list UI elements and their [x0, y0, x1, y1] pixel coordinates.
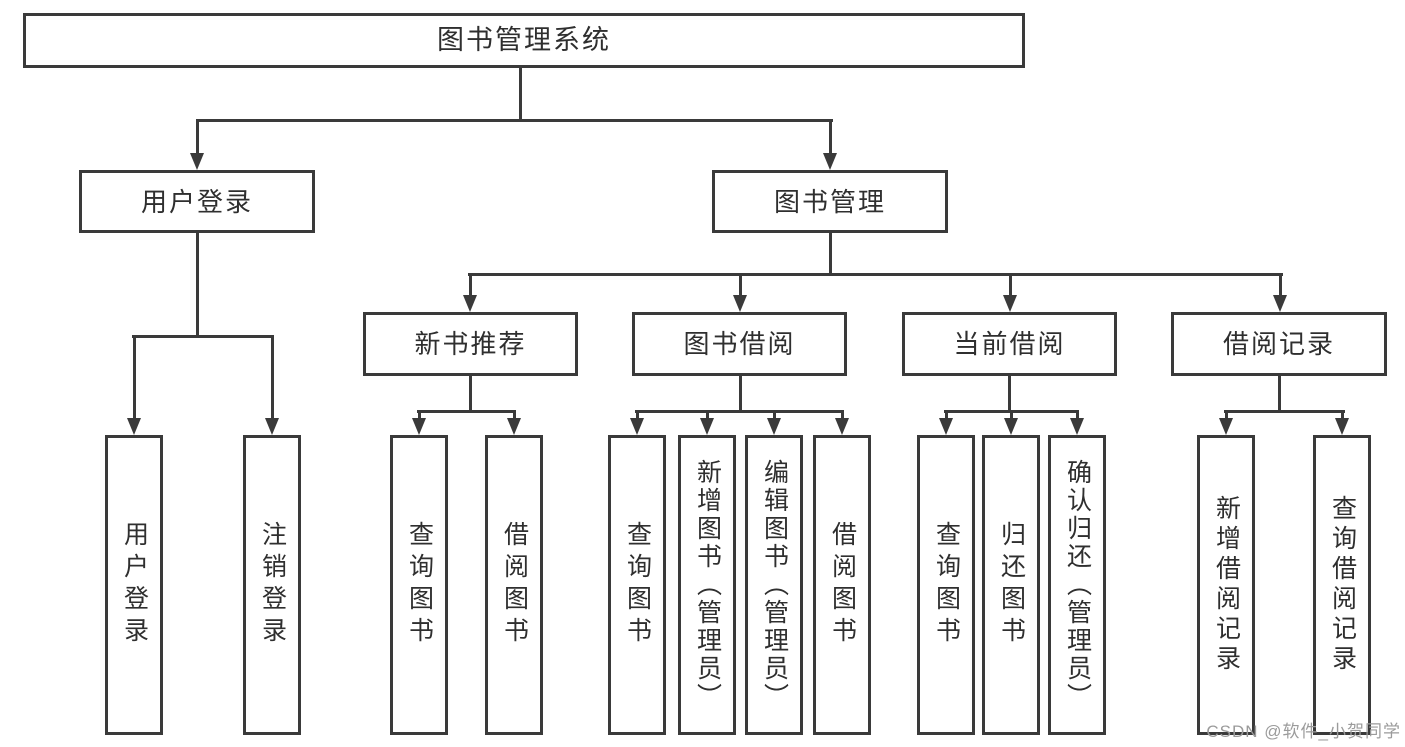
connector-line: [945, 410, 948, 420]
leaf-borrow-books-recommend: 借阅图书: [485, 435, 543, 735]
node-label: 归还图书: [997, 521, 1026, 649]
connector-line: [636, 410, 639, 420]
leaf-query-borrow-record: 查询借阅记录: [1313, 435, 1371, 735]
arrow-down-icon: [265, 418, 279, 435]
leaf-logout: 注销登录: [243, 435, 301, 735]
node-label: 确认归还（管理员）: [1063, 459, 1092, 711]
node-new-book-recommendation: 新书推荐: [363, 312, 578, 376]
connector-line: [1279, 273, 1282, 297]
connector-line: [133, 335, 136, 420]
node-label: 查询图书: [932, 521, 961, 649]
connector-line: [132, 335, 274, 338]
leaf-query-books-recommend: 查询图书: [390, 435, 448, 735]
arrow-down-icon: [190, 153, 204, 170]
leaf-add-books-admin: 新增图书（管理员）: [678, 435, 736, 735]
arrow-down-icon: [733, 295, 747, 312]
connector-line: [519, 68, 522, 119]
connector-line: [1225, 410, 1228, 420]
connector-line: [418, 410, 421, 420]
node-label: 新增图书（管理员）: [693, 459, 722, 711]
connector-line: [1224, 410, 1345, 413]
node-label: 图书管理系统: [437, 25, 611, 55]
arrow-down-icon: [1070, 418, 1084, 435]
connector-line: [1009, 273, 1012, 297]
leaf-add-borrow-record: 新增借阅记录: [1197, 435, 1255, 735]
leaf-query-books-current: 查询图书: [917, 435, 975, 735]
node-borrowing-records: 借阅记录: [1171, 312, 1387, 376]
arrow-down-icon: [700, 418, 714, 435]
leaf-confirm-return-admin: 确认归还（管理员）: [1048, 435, 1106, 735]
arrow-down-icon: [630, 418, 644, 435]
connector-line: [841, 410, 844, 420]
node-label: 查询借阅记录: [1328, 495, 1357, 675]
node-label: 用户登录: [140, 186, 253, 217]
node-label: 用户登录: [120, 521, 149, 649]
node-label: 借阅图书: [828, 521, 857, 649]
connector-line: [829, 119, 832, 155]
node-label: 图书借阅: [683, 329, 796, 359]
node-label: 新书推荐: [414, 329, 527, 359]
leaf-user-login: 用户登录: [105, 435, 163, 735]
connector-line: [739, 273, 742, 297]
node-label: 新增借阅记录: [1212, 495, 1241, 675]
arrow-down-icon: [823, 153, 837, 170]
connector-line: [196, 119, 199, 155]
connector-line: [1008, 376, 1011, 410]
arrow-down-icon: [127, 418, 141, 435]
connector-line: [469, 376, 472, 410]
connector-line: [1010, 410, 1013, 420]
connector-line: [196, 233, 199, 335]
node-library-system: 图书管理系统: [23, 13, 1025, 68]
connector-line: [468, 273, 1283, 276]
arrow-down-icon: [1335, 418, 1349, 435]
node-user-login: 用户登录: [79, 170, 315, 233]
node-book-borrowing: 图书借阅: [632, 312, 847, 376]
node-label: 借阅记录: [1222, 329, 1335, 359]
leaf-borrow-books: 借阅图书: [813, 435, 871, 735]
leaf-edit-books-admin: 编辑图书（管理员）: [745, 435, 803, 735]
connector-line: [417, 410, 516, 413]
watermark: CSDN @软件_小贺同学: [1206, 722, 1401, 741]
arrow-down-icon: [1003, 295, 1017, 312]
connector-line: [271, 335, 274, 420]
arrow-down-icon: [1273, 295, 1287, 312]
node-label: 图书管理: [773, 186, 886, 217]
arrow-down-icon: [767, 418, 781, 435]
node-label: 当前借阅: [953, 329, 1066, 359]
leaf-query-books-borrowing: 查询图书: [608, 435, 666, 735]
connector-line: [1341, 410, 1344, 420]
arrow-down-icon: [835, 418, 849, 435]
arrow-down-icon: [1219, 418, 1233, 435]
leaf-return-books: 归还图书: [982, 435, 1040, 735]
node-label: 查询图书: [623, 521, 652, 649]
node-book-management: 图书管理: [712, 170, 948, 233]
connector-line: [635, 410, 844, 413]
connector-line: [706, 410, 709, 420]
node-label: 借阅图书: [500, 521, 529, 649]
connector-line: [469, 273, 472, 297]
node-label: 注销登录: [258, 521, 287, 649]
connector-line: [829, 233, 832, 273]
connector-line: [1076, 410, 1079, 420]
connector-line: [773, 410, 776, 420]
arrow-down-icon: [412, 418, 426, 435]
connector-line: [739, 376, 742, 410]
connector-line: [196, 119, 833, 122]
arrow-down-icon: [463, 295, 477, 312]
node-current-borrowing: 当前借阅: [902, 312, 1117, 376]
connector-line: [513, 410, 516, 420]
connector-line: [1278, 376, 1281, 410]
arrow-down-icon: [507, 418, 521, 435]
arrow-down-icon: [939, 418, 953, 435]
arrow-down-icon: [1004, 418, 1018, 435]
node-label: 查询图书: [405, 521, 434, 649]
node-label: 编辑图书（管理员）: [760, 459, 789, 711]
